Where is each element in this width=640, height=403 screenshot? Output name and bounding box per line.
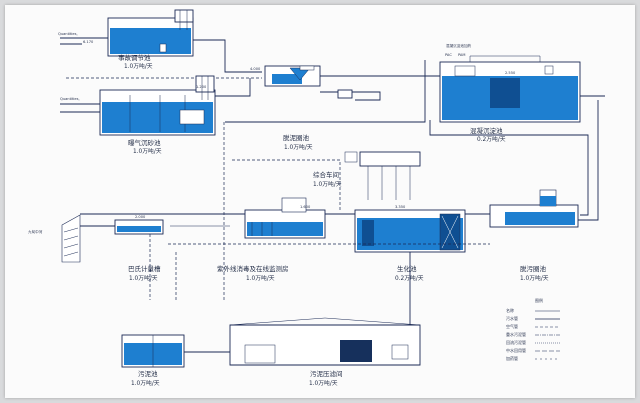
river-label: 九旬中河 [28,229,43,234]
press-room [229,317,421,366]
inlet-top-label: Quantities, [58,32,78,36]
drawing-frame: 事故调节池 1.0万吨/天 Quantities, 6.170 Quantiti… [5,5,635,398]
legend-item: 空气管 [506,323,560,329]
parshall-name: 巴氏计量槽 [128,264,161,273]
uv-room-capacity: 1.0万吨/天 [246,274,275,282]
inlet-mid-label: Quantities, [60,97,80,101]
pipe-sludge-header [225,60,426,123]
sludge-tank2-capacity: 1.0万吨/天 [520,274,549,282]
elev-d: 3.350 [395,205,406,209]
legend: 图例 名称 污水管 空气管 重水污泥管 回流污泥管 中水回用管 加药管 [506,297,560,361]
elev-e: 1.600 [300,205,311,209]
bio-tank [354,209,466,253]
coag-tank-name: 混凝沉淀池 [470,126,503,135]
regulating-tank-capacity: 1.0万吨/天 [124,62,153,70]
legend-item: 名称 [506,307,560,313]
press-room-name: 污泥压滤间 [310,369,343,378]
sludge-tank-2 [489,189,579,228]
parshall-flume [114,219,230,235]
sludge-pool-capacity: 1.0万吨/天 [131,379,160,387]
regulating-tank [107,9,194,57]
sludge-tank2-name: 脱污圈池 [520,264,547,273]
parshall-capacity: 1.0万吨/天 [129,274,158,282]
bio-tank-name: 生化池 [397,264,417,273]
sludge-pool-name: 污泥池 [138,369,158,378]
legend-title: 图例 [535,297,543,303]
grit-tank-name: 曝气沉砂池 [128,138,161,147]
workshop [344,151,421,200]
process-flow-diagram: 事故调节池 1.0万吨/天 Quantities, 6.170 Quantiti… [28,9,605,387]
uv-room [244,197,326,239]
inlet-top-elev: 6.170 [83,40,94,44]
svg-text:加药管: 加药管 [506,355,518,361]
coag-header: 混凝沉淀池加药 [446,43,472,48]
coag-tank-capacity: 0.2万吨/天 [477,135,506,143]
regulating-tank-name: 事故调节池 [118,53,151,62]
svg-text:中水回用管: 中水回用管 [506,347,526,353]
sludge-pool [121,334,185,368]
press-room-capacity: 1.0万吨/天 [309,379,338,387]
legend-item: 加药管 [506,355,560,361]
fine-screen-unit [264,65,321,87]
elev-b: 1.200 [196,85,207,89]
uv-room-name: 紫外线消毒及在线监测房 [217,264,289,273]
pipe-reg-to-screen [193,39,262,73]
coagulation-tank [439,55,581,123]
legend-item: 污水管 [506,315,560,321]
elev-a: 4.000 [250,67,261,71]
bio-tank-capacity: 0.2万吨/天 [395,274,424,282]
elev-f: 2.000 [135,215,146,219]
svg-text:回流污泥管: 回流污泥管 [506,339,526,345]
pam-label: PAM [458,53,466,57]
legend-item: 中水回用管 [506,347,560,353]
valve-box [337,89,353,99]
sludge-thicken-capacity: 1.0万吨/天 [284,143,313,151]
pipe-grit-out [215,78,251,97]
grit-tank [99,75,216,136]
workshop-name: 综合车间 [313,170,339,179]
sludge-thicken-name: 脱泥圈池 [283,133,310,142]
legend-item: 回流污泥管 [506,339,560,345]
pipe-coag-return [429,120,589,216]
elev-c: 2.550 [505,71,516,75]
svg-text:污水管: 污水管 [506,315,518,321]
svg-text:空气管: 空气管 [506,323,518,329]
svg-text:重水污泥管: 重水污泥管 [506,331,526,337]
pac-label: PAC [445,53,452,57]
grit-tank-capacity: 1.0万吨/天 [133,147,162,155]
svg-text:名称: 名称 [506,307,514,313]
legend-item: 重水污泥管 [506,331,560,337]
workshop-capacity: 1.0万吨/天 [313,180,342,188]
river-bank [61,214,81,263]
